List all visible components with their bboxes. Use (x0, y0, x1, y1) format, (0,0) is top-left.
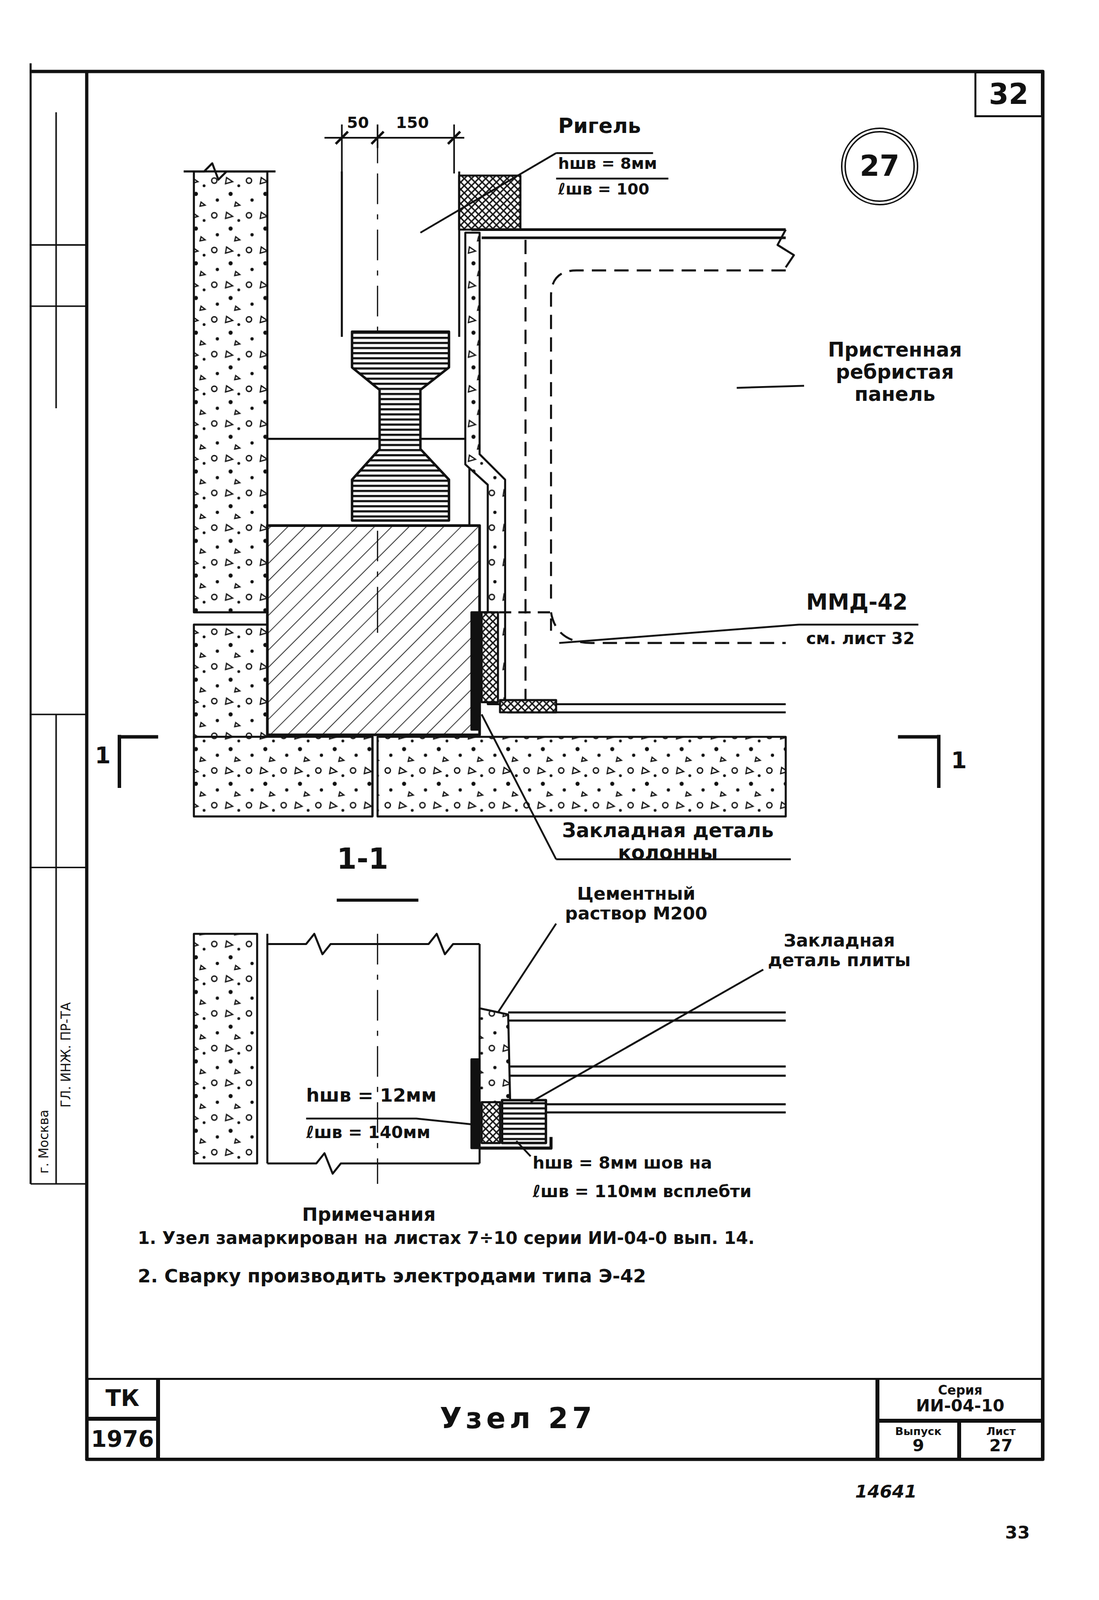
note: 1. Узел замаркирован на листах 7÷10 сери… (137, 1228, 755, 1248)
drawing-line (524, 239, 527, 705)
title-cell: 32 (974, 71, 1043, 118)
drawing-line (30, 244, 87, 1184)
drawing-line (502, 1099, 547, 1143)
drawing-line (183, 163, 276, 180)
title-cell: 1976 (86, 1418, 159, 1460)
drawing-line (777, 229, 794, 268)
material-note: Цементный раствор М200 (551, 883, 721, 924)
drawing-line (555, 177, 669, 180)
cell-value: ИИ-04-10 (915, 1396, 1005, 1415)
drawing-line (471, 229, 786, 238)
ribbed-panel (465, 229, 794, 730)
section-mark (119, 734, 939, 788)
drawing-line (335, 131, 461, 144)
drawing-line (119, 734, 159, 788)
drawing-line (371, 736, 374, 817)
weld-spec: ℓшв = 110мм всплебти (532, 1181, 752, 1201)
drawing-line (267, 933, 480, 954)
drawing-line (471, 1059, 480, 1148)
cell-text: Узел 27 (439, 1403, 596, 1434)
title-cell: Лист27 (959, 1420, 1043, 1460)
title-cell: ТК (86, 1377, 159, 1419)
notes-heading: Примечания (301, 1203, 436, 1226)
part-name: Ригель (558, 114, 642, 138)
title-cell: Выпуск9 (877, 1420, 960, 1460)
cell-text: Лист (986, 1425, 1016, 1437)
drawing-line (898, 734, 939, 788)
leader-line (306, 923, 764, 1157)
section-drawing (193, 933, 786, 1184)
cell-text: 1976 (91, 1426, 155, 1451)
section-number: 1 (950, 747, 967, 774)
note: 2. Сварку производить электродами типа Э… (137, 1265, 647, 1287)
cell-text: ТК (105, 1386, 140, 1410)
drawing-line (30, 71, 1043, 1459)
cell-text: 32 (988, 79, 1029, 110)
dimension: 50 (347, 114, 370, 132)
drawing-line (377, 142, 379, 633)
stamp-text: г. Москва (36, 1109, 52, 1174)
drawing-line (550, 270, 786, 643)
callout-circle: 27 (840, 127, 919, 206)
cell-text: 27 (859, 151, 900, 182)
drawing-line (55, 112, 57, 1184)
part-name: ММД-42 (806, 589, 908, 615)
reference: см. лист 32 (806, 628, 915, 648)
drawing-line (736, 385, 805, 388)
cell-value: 9 (912, 1436, 925, 1455)
drawing-line (267, 933, 480, 1164)
column-corbel (267, 331, 480, 736)
drawing-line (267, 525, 480, 735)
drawing-line (508, 1012, 786, 1113)
drawing-line (324, 124, 465, 174)
sheet-frame (30, 63, 1043, 1459)
detail-drawing (30, 63, 1043, 1459)
drawing-line (499, 700, 556, 713)
title-cell: Узел 27 (158, 1377, 878, 1460)
drawing-line (497, 923, 556, 1013)
cell-value: 27 (989, 1436, 1013, 1455)
cell-text: Серия (937, 1383, 983, 1397)
drawing-line (481, 612, 498, 702)
drawing-line (481, 1101, 500, 1143)
weld-spec: hшв = 12мм (306, 1084, 437, 1106)
drawing-line (193, 933, 258, 1164)
section-title: 1-1 (336, 842, 389, 875)
part-name: Пристенная ребристая панель (808, 338, 982, 405)
drawing-line (29, 63, 32, 1184)
stamp-text: ГЛ. ИНЖ. ПР-ТА (59, 1002, 74, 1108)
drawing-line (530, 969, 764, 1102)
section-number: 1 (95, 743, 111, 769)
drawing-line (471, 612, 480, 730)
drawing-line (377, 736, 786, 817)
drawing-line (193, 736, 373, 817)
drawing-line (267, 1153, 480, 1174)
cell-text: Выпуск (895, 1425, 942, 1437)
drawing-line (516, 1140, 531, 1157)
part-name: Закладная деталь плиты (755, 930, 924, 971)
dimension-line (324, 124, 465, 633)
title-cell: СерияИИ-04-10 (877, 1377, 1043, 1421)
drawing-line (377, 933, 379, 1184)
title-underline (336, 898, 419, 902)
drawing-line (352, 331, 450, 521)
leader-line (420, 153, 919, 860)
slab-concrete (193, 736, 786, 817)
drawing-line (193, 171, 268, 613)
weld-spec: hшв = 8мм шов на (532, 1153, 712, 1172)
weld-spec: hшв = 8мм (558, 155, 658, 173)
weld-hatch (459, 175, 521, 230)
archive-number: 14641 (855, 1481, 917, 1502)
page-number: 33 (1004, 1522, 1030, 1543)
dimension: 150 (395, 114, 429, 132)
weld-spec: ℓшв = 140мм (306, 1122, 431, 1142)
weld-spec: ℓшв = 100 (558, 180, 650, 199)
part-name: Закладная деталь колонны (551, 819, 784, 864)
